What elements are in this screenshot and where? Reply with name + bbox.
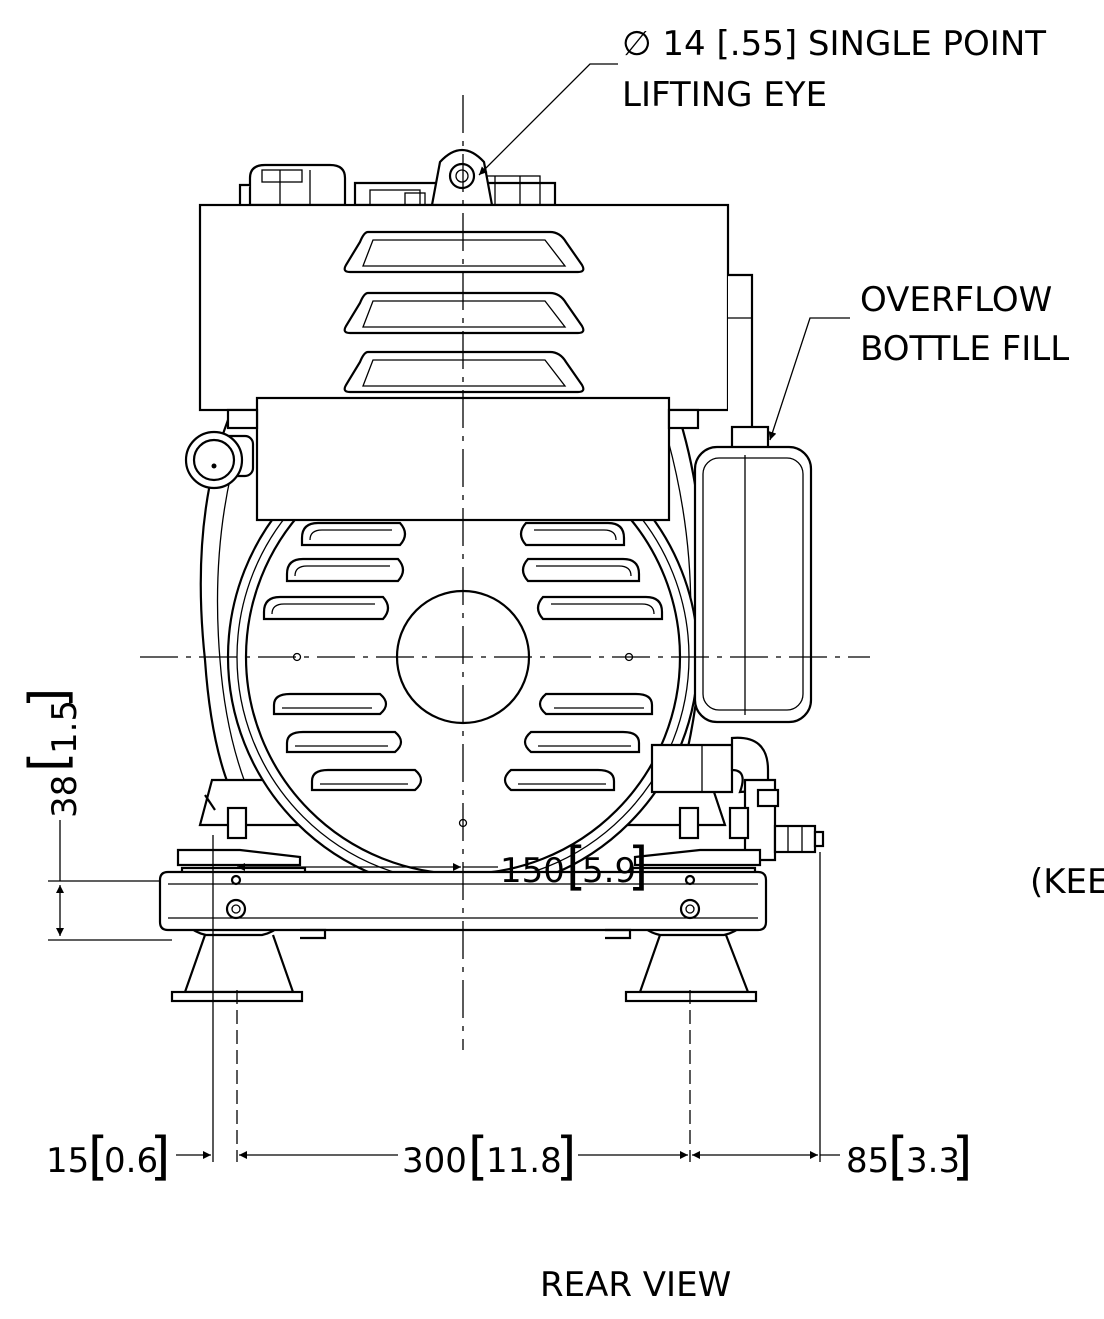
overflow-label-line1: OVERFLOW — [860, 280, 1052, 320]
bracket-open: [ — [566, 837, 586, 897]
dimension-lines — [48, 820, 840, 1162]
dim-15-inch: 0.6 — [104, 1141, 158, 1181]
upper-housing — [198, 203, 730, 412]
dim-300-value: 300 — [402, 1141, 467, 1181]
dim-38-value: 38 — [45, 775, 85, 818]
left-louvers — [262, 486, 427, 792]
bracket-open: [ — [88, 1127, 108, 1187]
lifting-eye-label-line1: ∅ 14 [.55] SINGLE POINT — [622, 24, 1046, 64]
annotations: ∅ 14 [.55] SINGLE POINT LIFTING EYE OVER… — [622, 24, 1104, 902]
dim-15-group: 15 [ 0.6 ] — [46, 1127, 170, 1187]
bracket-close: ] — [952, 1127, 972, 1187]
dim-150-group: 150 [ 5.9 ] — [500, 837, 648, 897]
side-pipe — [728, 273, 754, 452]
dim-150-inch: 5.9 — [582, 851, 636, 891]
dim-300-group: 300 [ 11.8 ] — [402, 1127, 576, 1187]
bracket-open: [ — [888, 1127, 908, 1187]
dim-15-value: 15 — [46, 1141, 89, 1181]
bracket-close: ] — [628, 837, 648, 897]
dim-38-group: 38 [ 1.5 ] — [19, 688, 85, 818]
dim-300-inch: 11.8 — [486, 1141, 562, 1181]
bracket-open: [ — [19, 752, 79, 772]
view-title: REAR VIEW — [540, 1265, 731, 1305]
cutoff-note: (KEE — [1030, 862, 1104, 902]
bracket-close: ] — [556, 1127, 576, 1187]
dim-85-value: 85 — [846, 1141, 889, 1181]
bracket-close: ] — [19, 688, 79, 708]
overflow-label-line2: BOTTLE FILL — [860, 329, 1069, 369]
dim-85-group: 85 [ 3.3 ] — [846, 1127, 972, 1187]
leaders — [478, 63, 850, 441]
bracket-open: [ — [468, 1127, 488, 1187]
dim-85-inch: 3.3 — [906, 1141, 960, 1181]
lifting-eye-label-line2: LIFTING EYE — [622, 75, 827, 115]
bracket-close: ] — [150, 1127, 170, 1187]
drain-fitting — [650, 736, 825, 862]
centerlines — [140, 95, 870, 1050]
lifting-eye — [430, 148, 494, 207]
sight-glass — [184, 430, 255, 490]
dim-150-value: 150 — [500, 851, 565, 891]
overflow-bottle — [693, 425, 813, 724]
dim-38-inch: 1.5 — [45, 700, 85, 754]
top-components — [238, 163, 557, 207]
